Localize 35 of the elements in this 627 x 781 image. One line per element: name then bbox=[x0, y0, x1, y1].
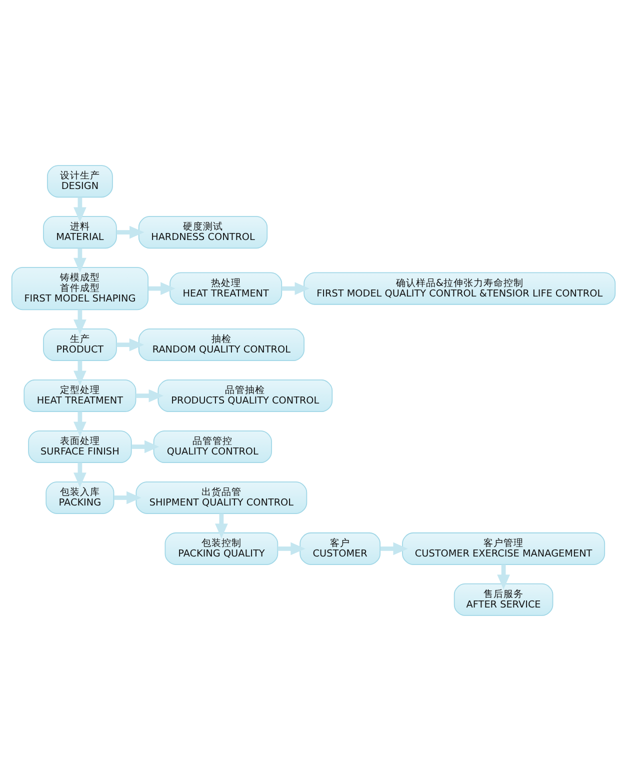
arrow bbox=[74, 360, 86, 386]
node-box: 客户 CUSTOMER bbox=[300, 532, 381, 565]
arrow bbox=[132, 440, 160, 454]
arrow bbox=[136, 389, 164, 402]
arrow bbox=[74, 462, 86, 488]
arrow bbox=[215, 514, 228, 538]
node-box: 包装入库 PACKING bbox=[46, 481, 114, 514]
arrow bbox=[114, 491, 142, 504]
node-box: 品管管控 QUALITY CONTROL bbox=[153, 430, 272, 463]
node-box: 品管抽检 PRODUCTS QUALITY CONTROL bbox=[158, 380, 333, 412]
node-box: 硬度测试 HARDNESS CONTROL bbox=[138, 216, 268, 249]
node-box: 生产 PRODUCT bbox=[43, 328, 117, 362]
node-box: 进料 MATERIAL bbox=[43, 216, 117, 249]
node-box: 售后服务 AFTER SERVICE bbox=[454, 583, 554, 616]
arrow bbox=[74, 197, 86, 222]
arrow bbox=[282, 282, 310, 295]
arrow bbox=[380, 542, 408, 556]
node-box: 抽检 RANDOM QUALITY CONTROL bbox=[138, 328, 304, 362]
node-box: 设计生产 DESIGN bbox=[47, 165, 113, 198]
node-box: 表面处理 SURFACE FINISH bbox=[28, 430, 132, 463]
node-box: 铸模成型 首件成型 FIRST MODEL SHAPING bbox=[11, 267, 148, 310]
arrow bbox=[278, 542, 306, 556]
node-box: 出货品管 SHIPMENT QUALITY CONTROL bbox=[136, 481, 308, 514]
node-box: 热处理 HEAT TREATMENT bbox=[170, 272, 282, 305]
node-box: 包装控制 PACKING QUALITY bbox=[164, 532, 278, 565]
node-box: 客户管理 CUSTOMER EXERCISE MANAGEMENT bbox=[402, 532, 606, 565]
node-box: 确认样品&拉伸张力寿命控制 FIRST MODEL QUALITY CONTROL &TENSIOR LIFE CONTROL bbox=[304, 272, 616, 305]
arrow bbox=[116, 338, 144, 352]
arrow bbox=[116, 226, 144, 239]
arrow bbox=[497, 564, 510, 590]
arrow bbox=[74, 248, 86, 273]
arrow bbox=[74, 310, 86, 334]
node-box: 定型处理 HEAT TREATMENT bbox=[24, 380, 136, 412]
arrow bbox=[148, 282, 176, 295]
arrow bbox=[74, 412, 86, 436]
